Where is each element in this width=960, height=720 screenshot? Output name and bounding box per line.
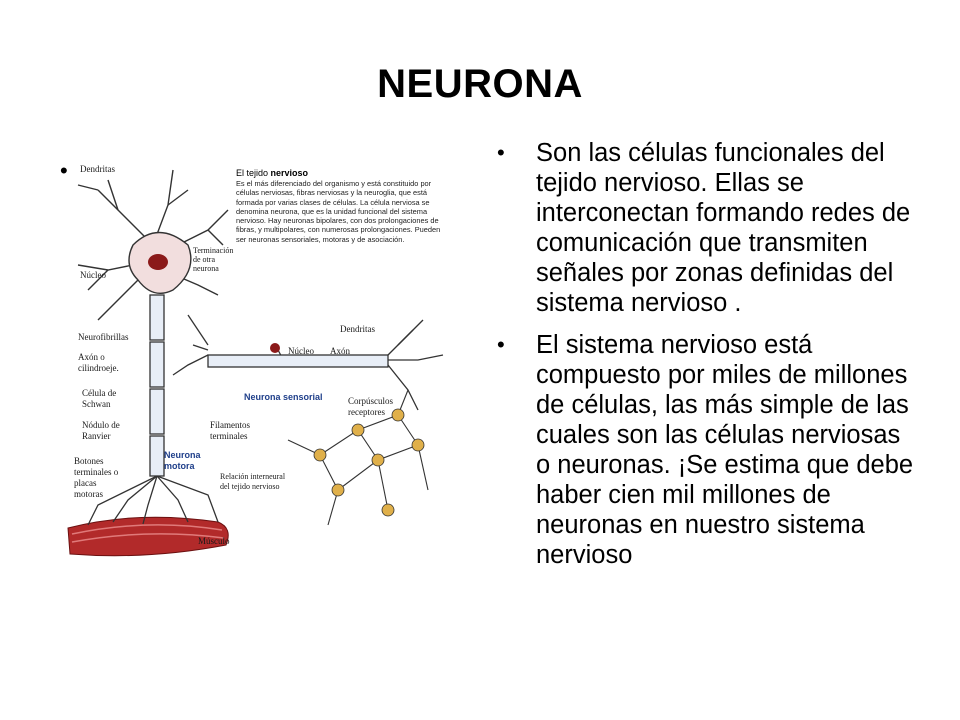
motor-neuron-terminals	[87, 475, 219, 526]
bullet-mark: •	[497, 140, 505, 165]
figure-box-text: Es el más diferenciado del organismo y e…	[236, 179, 441, 244]
label-neurona-sensorial: Neurona sensorial	[244, 392, 323, 402]
label-nodulo-ranvier: Nódulo de Ranvier	[82, 420, 120, 441]
motor-neuron-axon	[149, 294, 165, 477]
label-musculo: Músculo	[198, 536, 230, 546]
muscle-shape	[67, 516, 229, 557]
neuron-illustration: El tejido nervioso Es el más diferenciad…	[58, 150, 450, 562]
label-terminacion: Terminación de otra neurona	[193, 246, 234, 273]
bullet-text: Son las células funcionales del tejido n…	[536, 139, 911, 317]
bullet-list: • Son las células funcionales del tejido…	[497, 138, 917, 582]
figure-bullet-mark: •	[60, 158, 68, 183]
label-dendritas-right: Dendritas	[340, 324, 375, 334]
bullet-mark: •	[497, 332, 505, 357]
bullet-item: • El sistema nervioso está compuesto por…	[497, 330, 917, 570]
neuron-drawing	[67, 169, 444, 557]
label-corpusculos: Corpúsculos receptores	[348, 396, 393, 417]
label-axon: Axón o cilindroeje.	[78, 352, 119, 373]
label-dendritas-top: Dendritas	[80, 164, 115, 174]
interneural-cells	[313, 408, 425, 517]
label-celula-schwan: Célula de Schwan	[82, 388, 117, 409]
slide-title: NEURONA	[377, 62, 583, 106]
bullet-text: El sistema nervioso está compuesto por m…	[536, 331, 914, 569]
sensory-neuron-nucleus	[270, 343, 280, 353]
motor-neuron-nucleus	[148, 254, 168, 270]
label-axon-right: Axón	[330, 346, 350, 356]
label-neurofibrillas: Neurofibrillas	[78, 332, 129, 342]
label-neurona-motora: Neurona motora	[164, 450, 201, 471]
label-nucleo-right: Núcleo	[288, 346, 314, 356]
label-filamentos: Filamentos terminales	[210, 420, 250, 441]
label-botones: Botones terminales o placas motoras	[74, 456, 119, 499]
label-relacion: Relación interneural del tejido nervioso	[220, 472, 286, 491]
figure-box-title: El tejido nervioso	[236, 168, 309, 178]
bullet-item: • Son las células funcionales del tejido…	[497, 138, 917, 318]
label-nucleo-left: Núcleo	[80, 270, 106, 280]
